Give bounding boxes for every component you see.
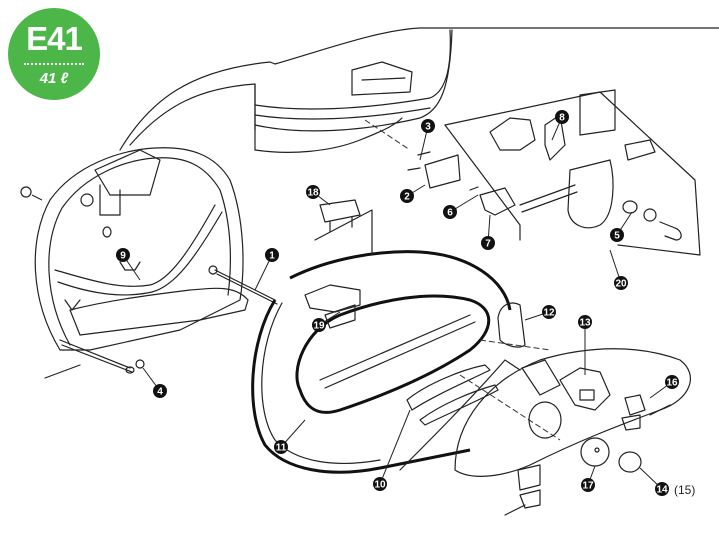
callout-8-marker [555, 110, 569, 124]
callout-8-label: 8 [559, 113, 565, 124]
callout-6-marker [443, 205, 457, 219]
callout-15-label: (15) [674, 483, 695, 497]
callout-18-label: 18 [307, 188, 319, 199]
callout-16-marker [665, 375, 679, 389]
callout-9-marker [116, 248, 130, 262]
callout-14-marker [655, 482, 669, 496]
callout-12-marker [542, 305, 556, 319]
callout-19-label: 19 [313, 321, 325, 332]
model-badge: E41 41 ℓ [8, 8, 100, 100]
callout-3-marker [421, 119, 435, 133]
callout-5-marker [610, 228, 624, 242]
lid-shell [119, 27, 719, 153]
callout-17-marker [581, 478, 595, 492]
side-panel [454, 302, 691, 516]
callout-2-label: 2 [404, 192, 410, 203]
callout-10-leader [379, 409, 411, 485]
callout-11-label: 11 [276, 443, 287, 454]
callout-5-label: 5 [614, 231, 620, 242]
callout-9-label: 9 [120, 251, 126, 262]
callout-12-label: 12 [543, 308, 555, 319]
callout-1-label: 1 [269, 251, 275, 262]
callout-18-marker [306, 185, 320, 199]
o-ring [20, 186, 32, 198]
callout-11-marker [274, 440, 288, 454]
callout-19-marker [312, 318, 326, 332]
callout-1-marker [265, 248, 279, 262]
callout-13-marker [578, 315, 592, 329]
callout-10-label: 10 [374, 480, 386, 491]
callout-4-marker [153, 384, 167, 398]
callout-10-marker [373, 477, 387, 491]
callout-17-label: 17 [582, 481, 594, 492]
lock-assembly [314, 89, 701, 256]
callout-6-label: 6 [447, 208, 453, 219]
model-code: E41 [26, 20, 83, 57]
callout-2-marker [400, 189, 414, 203]
callout-20-label: 20 [615, 279, 627, 290]
callout-14-label: 14 [656, 485, 668, 496]
callout-4-label: 4 [157, 387, 163, 398]
model-capacity: 41 ℓ [39, 70, 69, 87]
callout-7-marker [481, 236, 495, 250]
callout-16-label: 16 [666, 378, 678, 389]
callout-3-label: 3 [425, 122, 431, 133]
back-shell [20, 147, 278, 379]
front-shell [251, 250, 561, 474]
callout-20-marker [614, 276, 628, 290]
callout-7-label: 7 [485, 239, 491, 250]
badge-divider [24, 63, 84, 65]
callout-13-label: 13 [579, 318, 591, 329]
